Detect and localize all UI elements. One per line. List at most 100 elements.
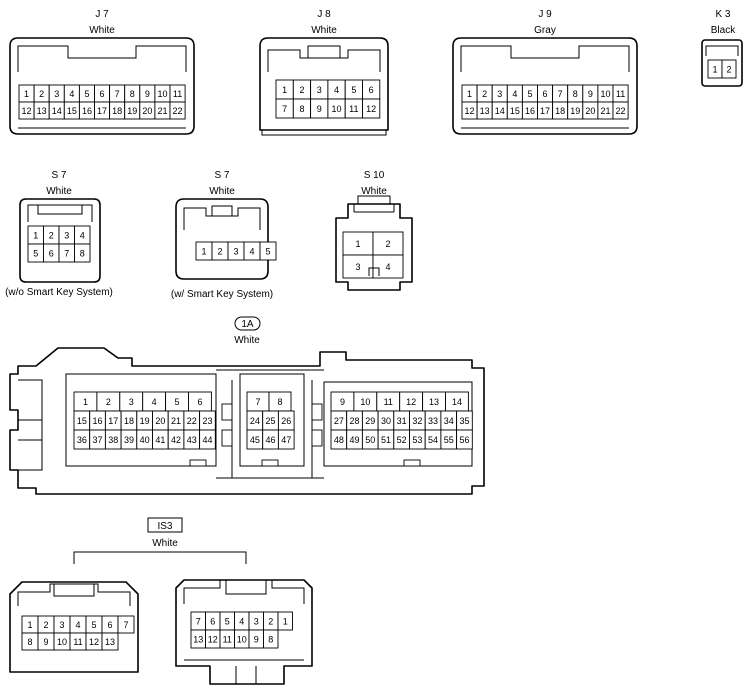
pin-number: 22 — [187, 416, 197, 426]
pin-number: 4 — [69, 89, 74, 99]
pin-number: 17 — [108, 416, 118, 426]
pin-number: 5 — [84, 89, 89, 99]
pin-number: 17 — [97, 106, 107, 116]
pin-number: 35 — [459, 416, 469, 426]
pin-number: 30 — [381, 416, 391, 426]
pin-number: 34 — [444, 416, 454, 426]
pin-number: 10 — [360, 397, 370, 407]
pin-cell — [277, 429, 295, 450]
pin-number: 15 — [67, 106, 77, 116]
pin-number: 28 — [350, 416, 360, 426]
pin-number: 7 — [196, 617, 201, 627]
pin-number: 7 — [255, 397, 260, 407]
pin-number: 14 — [452, 397, 462, 407]
pin-cell — [259, 241, 277, 261]
pin-number: 9 — [254, 635, 259, 645]
s7a-color: White — [46, 186, 72, 197]
pin-number: 21 — [171, 416, 181, 426]
pin-number: 10 — [237, 635, 247, 645]
pin-cell — [74, 243, 91, 263]
s7b-color: White — [209, 186, 235, 197]
s10-code: S 10 — [364, 170, 385, 181]
pin-number: 13 — [193, 635, 203, 645]
pin-number: 11 — [349, 104, 358, 114]
s7a-note: (w/o Smart Key System) — [5, 287, 113, 298]
pin-number: 26 — [281, 416, 291, 426]
pin-number: 1 — [24, 89, 29, 99]
pin-number: 6 — [197, 397, 202, 407]
pin-number: 17 — [540, 106, 550, 116]
pin-number: 5 — [225, 617, 230, 627]
pin-number: 8 — [80, 249, 85, 259]
pin-number: 3 — [254, 617, 259, 627]
j9-color: Gray — [534, 25, 556, 36]
pin-number: 2 — [268, 617, 273, 627]
pin-number: 6 — [210, 617, 215, 627]
pin-cell — [117, 615, 135, 634]
pin-number: 3 — [233, 247, 238, 257]
pin-number: 12 — [89, 637, 99, 647]
pin-number: 12 — [22, 106, 32, 116]
pin-cell — [362, 98, 381, 119]
j8-color: White — [311, 25, 337, 36]
pin-number: 5 — [175, 397, 180, 407]
pin-number: 11 — [73, 637, 82, 647]
pin-number: 4 — [152, 397, 157, 407]
pin-number: 8 — [299, 104, 304, 114]
pin-number: 25 — [266, 416, 276, 426]
pin-number: 9 — [43, 637, 48, 647]
pin-number: 3 — [129, 397, 134, 407]
pin-number: 19 — [127, 106, 137, 116]
pin-number: 10 — [600, 89, 610, 99]
pin-number: 4 — [80, 231, 85, 241]
pin-number: 20 — [142, 106, 152, 116]
k3-code: K 3 — [715, 9, 730, 20]
s7a-code: S 7 — [51, 170, 66, 181]
pin-number: 53 — [412, 435, 422, 445]
pin-number: 3 — [59, 620, 64, 630]
pin-number: 4 — [512, 89, 517, 99]
1a-color: White — [234, 335, 260, 346]
pin-number: 19 — [140, 416, 150, 426]
pin-number: 4 — [385, 262, 390, 272]
pin-number: 2 — [385, 239, 390, 249]
pin-number: 14 — [52, 106, 62, 116]
pin-cell — [612, 101, 629, 120]
pin-number: 13 — [37, 106, 47, 116]
pin-number: 18 — [112, 106, 122, 116]
pin-number: 43 — [187, 435, 197, 445]
pin-number: 32 — [412, 416, 422, 426]
pin-number: 18 — [124, 416, 134, 426]
is3-code: IS3 — [157, 521, 172, 532]
pin-number: 4 — [334, 85, 339, 95]
j7-color: White — [89, 25, 115, 36]
pin-number: 3 — [497, 89, 502, 99]
pin-number: 1 — [83, 397, 88, 407]
pin-number: 20 — [155, 416, 165, 426]
pin-number: 24 — [250, 416, 260, 426]
pin-number: 2 — [726, 65, 731, 75]
pin-number: 6 — [107, 620, 112, 630]
pin-number: 2 — [299, 85, 304, 95]
pin-number: 9 — [340, 397, 345, 407]
pin-number: 11 — [223, 635, 232, 645]
pin-number: 49 — [350, 435, 360, 445]
pin-number: 1 — [282, 85, 287, 95]
j7-code: J 7 — [95, 9, 109, 20]
pin-number: 2 — [217, 247, 222, 257]
pin-cell — [277, 611, 293, 631]
pin-number: 7 — [282, 104, 287, 114]
